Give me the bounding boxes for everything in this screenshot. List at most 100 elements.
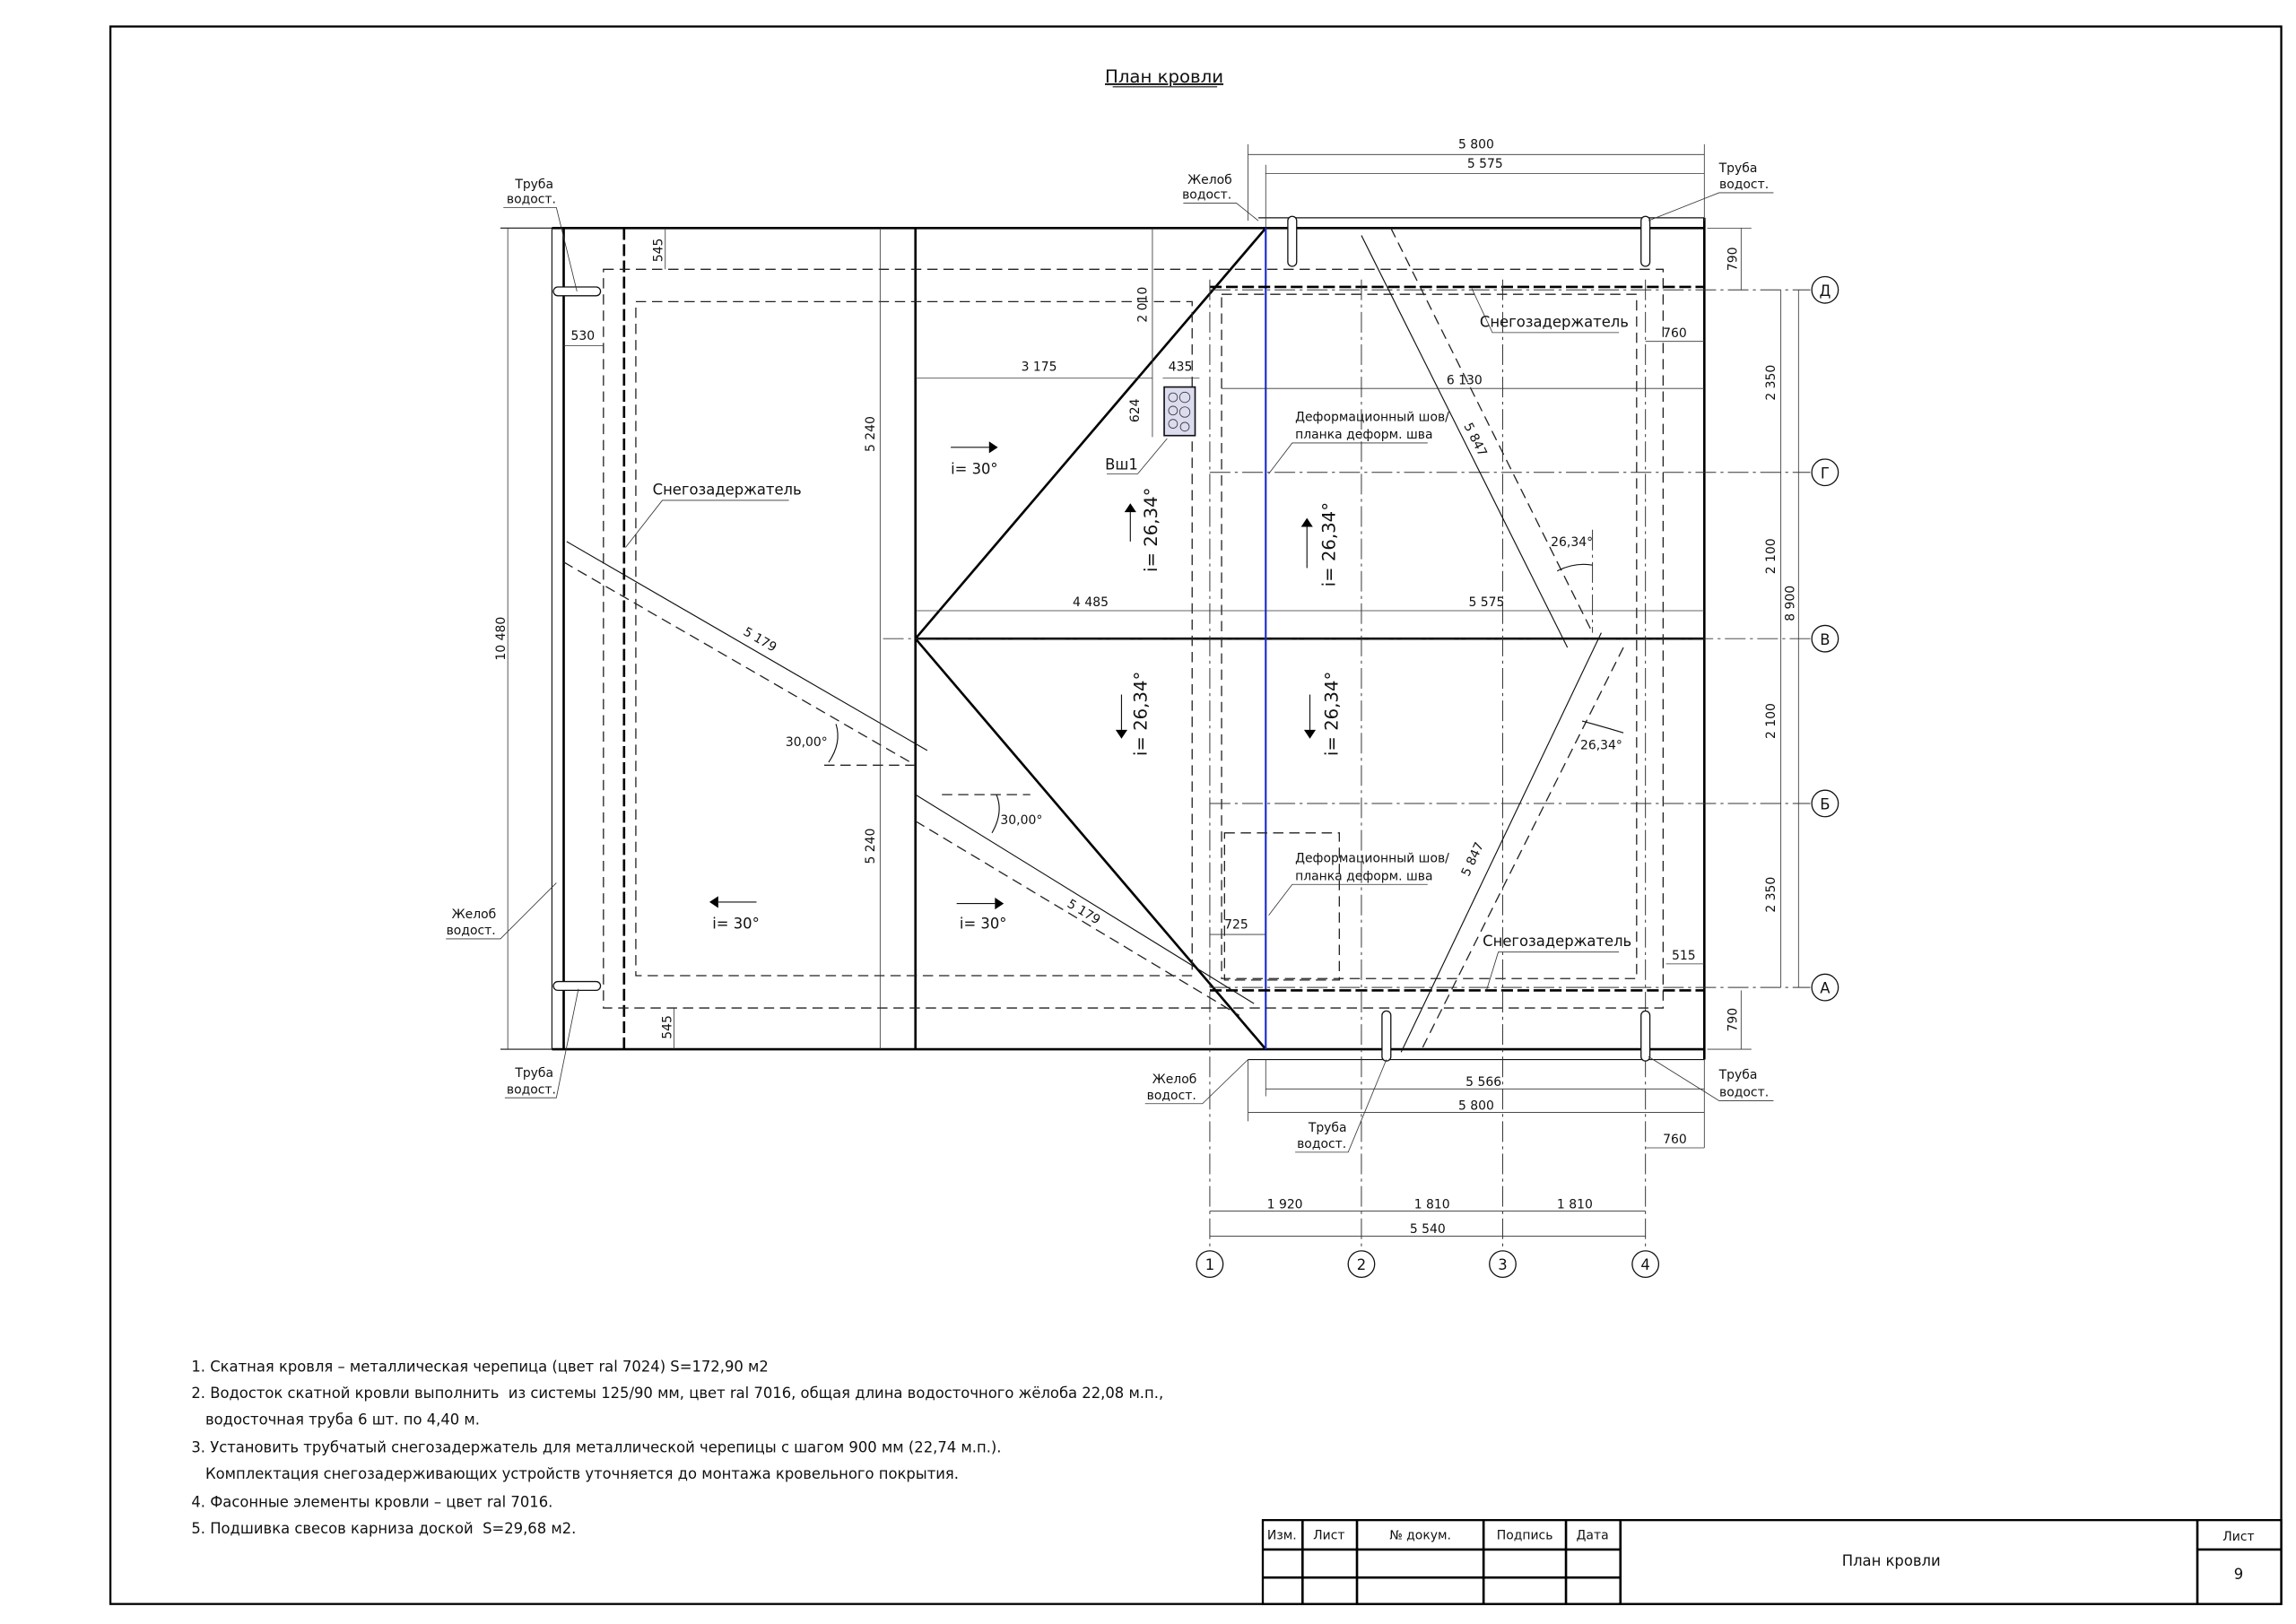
svg-text:790: 790: [1726, 248, 1740, 272]
svg-text:Желоб: Желоб: [1152, 1073, 1197, 1087]
svg-text:30,00°: 30,00°: [786, 735, 828, 750]
svg-text:8 900: 8 900: [1783, 586, 1797, 621]
svg-text:Труба: Труба: [514, 1066, 553, 1081]
axis-marker-col: 2: [1347, 1250, 1376, 1279]
svg-text:Вш1: Вш1: [1105, 456, 1138, 473]
svg-text:5 179: 5 179: [741, 625, 779, 656]
svg-text:5 847: 5 847: [1459, 840, 1487, 879]
svg-text:В: В: [1820, 631, 1830, 648]
svg-text:планка деформ. шва: планка деформ. шва: [1295, 428, 1432, 442]
tb-header: Подпись: [1497, 1528, 1553, 1542]
downpipe-icons: [552, 215, 1651, 1062]
axis-marker-row: В: [1811, 624, 1839, 653]
general-notes: 1. Скатная кровля – металлическая черепи…: [191, 1358, 1163, 1537]
svg-text:водост.: водост.: [1297, 1137, 1346, 1151]
note-line: водосточная труба 6 шт. по 4,40 м.: [191, 1411, 480, 1428]
svg-text:790: 790: [1726, 1008, 1740, 1032]
svg-text:водост.: водост.: [447, 924, 496, 938]
note-line: 2. Водосток скатной кровли выполнить из …: [191, 1385, 1163, 1402]
axis-marker-row: Г: [1811, 458, 1839, 487]
svg-text:4 485: 4 485: [1073, 595, 1109, 610]
svg-text:5 800: 5 800: [1458, 138, 1494, 152]
svg-text:Снегозадержатель: Снегозадержатель: [653, 481, 802, 498]
note-line: 5. Подшивка свесов карниза доской S=29,6…: [191, 1520, 576, 1537]
svg-text:водост.: водост.: [1719, 178, 1769, 192]
tb-header: Изм.: [1267, 1528, 1297, 1542]
note-line: 4. Фасонные элементы кровли – цвет ral 7…: [191, 1493, 552, 1510]
axis-marker-col: 3: [1489, 1250, 1517, 1279]
snow-guard-lines: 5 179 5 179 5 847 5 847 30,00° 30,00° 26…: [563, 228, 1624, 1053]
tb-sheet-number: 9: [2234, 1566, 2243, 1583]
svg-text:5 847: 5 847: [1460, 421, 1489, 459]
svg-text:А: А: [1820, 980, 1831, 997]
drawing-title: План кровли: [1105, 66, 1223, 87]
svg-text:i= 26,34°: i= 26,34°: [1318, 502, 1339, 586]
axis-marker-col: 1: [1196, 1250, 1224, 1279]
svg-text:i= 30°: i= 30°: [951, 460, 998, 477]
svg-text:Желоб: Желоб: [452, 908, 497, 922]
slope-marks: i= 30° i= 30° i= 30° i= 26,34° i= 26,34°…: [709, 441, 1343, 932]
svg-text:Желоб: Желоб: [1187, 173, 1232, 187]
sheet-frame: [109, 25, 2283, 1605]
svg-text:Труба: Труба: [1718, 161, 1758, 176]
axis-marker-col: 4: [1631, 1250, 1660, 1279]
svg-text:Снегозадержатель: Снегозадержатель: [1483, 933, 1631, 950]
svg-text:2 100: 2 100: [1764, 538, 1779, 574]
svg-text:26,34°: 26,34°: [1551, 535, 1593, 550]
svg-text:водост.: водост.: [507, 1082, 556, 1097]
svg-text:5 566: 5 566: [1465, 1075, 1501, 1090]
svg-text:водост.: водост.: [507, 192, 556, 206]
title-block: Изм. Лист № докум. Подпись Дата План кро…: [1261, 1518, 2283, 1605]
svg-text:1 810: 1 810: [1414, 1197, 1450, 1211]
svg-text:624: 624: [1128, 398, 1143, 422]
svg-text:30,00°: 30,00°: [1000, 813, 1042, 828]
svg-text:2 350: 2 350: [1764, 365, 1779, 401]
grid-axes: Д Г В Б А 1 2 3 4: [883, 275, 1839, 1279]
svg-text:435: 435: [1169, 360, 1193, 375]
svg-text:Труба: Труба: [1718, 1068, 1758, 1082]
svg-text:760: 760: [1663, 1133, 1687, 1147]
tb-header: № докум.: [1389, 1528, 1451, 1542]
tb-sheet-name: План кровли: [1842, 1552, 1941, 1569]
svg-text:530: 530: [571, 329, 596, 343]
chimney-vsh1: Вш1: [1105, 386, 1196, 474]
svg-text:Труба: Труба: [514, 178, 553, 192]
axis-marker-row: А: [1811, 973, 1839, 1002]
svg-text:5 540: 5 540: [1410, 1222, 1446, 1237]
svg-text:26,34°: 26,34°: [1580, 738, 1622, 752]
svg-text:2 010: 2 010: [1135, 287, 1150, 323]
svg-text:5 800: 5 800: [1458, 1099, 1494, 1113]
note-line: Комплектация снегозадерживающих устройст…: [191, 1465, 959, 1482]
note-line: 3. Установить трубчатый снегозадержатель…: [191, 1439, 1001, 1456]
svg-text:планка деформ. шва: планка деформ. шва: [1295, 869, 1432, 883]
note-line: 1. Скатная кровля – металлическая черепи…: [191, 1358, 768, 1375]
svg-text:5 575: 5 575: [1468, 595, 1504, 610]
svg-text:5 240: 5 240: [864, 416, 878, 452]
svg-text:760: 760: [1663, 326, 1687, 341]
svg-text:725: 725: [1224, 917, 1248, 932]
svg-text:6 130: 6 130: [1447, 373, 1483, 387]
svg-text:1 920: 1 920: [1267, 1197, 1303, 1211]
svg-text:i= 30°: i= 30°: [712, 915, 760, 932]
svg-text:3 175: 3 175: [1022, 360, 1057, 375]
svg-text:2: 2: [1357, 1256, 1366, 1273]
svg-text:Труба: Труба: [1308, 1121, 1347, 1135]
dimension-lines: 5 800 5 575 10 480 5 240 5 240 545 545 5…: [494, 138, 1799, 1237]
svg-text:водост.: водост.: [1182, 188, 1231, 203]
svg-text:Д: Д: [1819, 282, 1831, 300]
svg-text:2 100: 2 100: [1764, 703, 1779, 739]
svg-text:i= 26,34°: i= 26,34°: [1130, 672, 1151, 756]
svg-text:3: 3: [1498, 1256, 1507, 1273]
svg-text:4: 4: [1640, 1256, 1649, 1273]
svg-text:Б: Б: [1820, 796, 1830, 813]
svg-text:1: 1: [1205, 1256, 1214, 1273]
svg-text:Деформационный шов/: Деформационный шов/: [1295, 410, 1449, 424]
svg-text:5 240: 5 240: [864, 829, 878, 864]
svg-text:5 179: 5 179: [1065, 897, 1102, 927]
svg-text:Г: Г: [1821, 465, 1830, 482]
svg-text:водост.: водост.: [1147, 1089, 1196, 1103]
svg-text:5 575: 5 575: [1467, 157, 1503, 171]
tb-header: Лист: [1313, 1528, 1344, 1542]
svg-text:Деформационный шов/: Деформационный шов/: [1295, 852, 1449, 866]
